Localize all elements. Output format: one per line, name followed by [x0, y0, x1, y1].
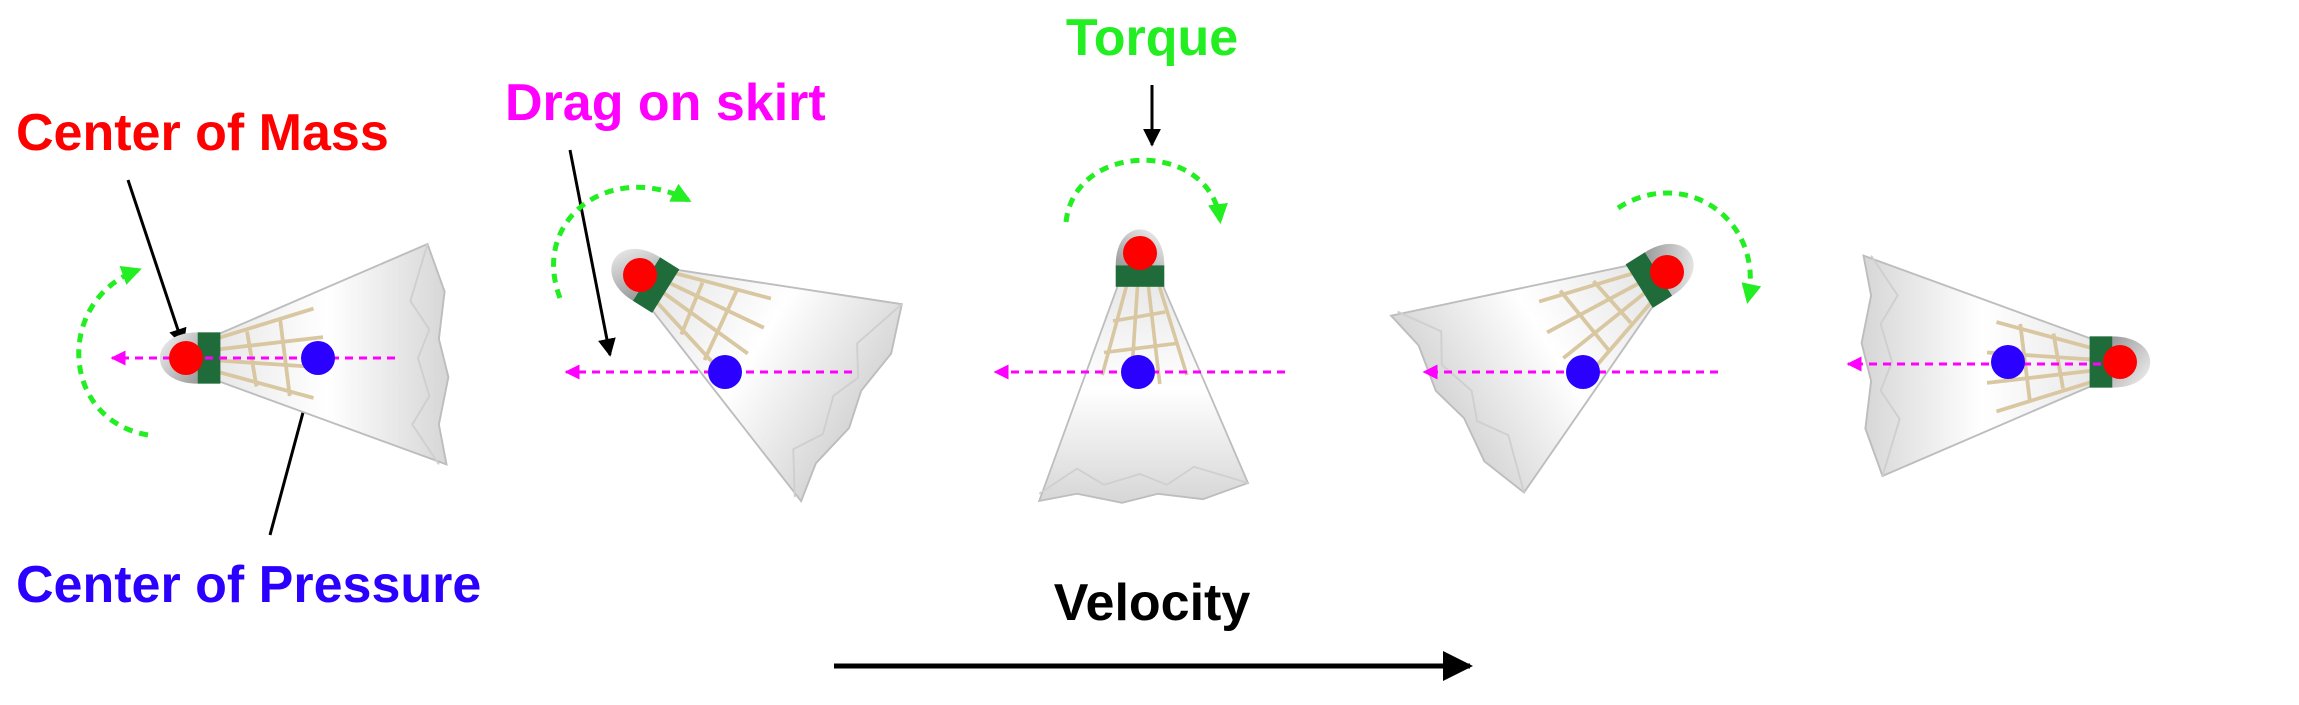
shuttlecock-icon [1387, 161, 1753, 506]
torque-label: Torque [1066, 9, 1238, 67]
torque-arrow [1616, 190, 1762, 304]
shuttle-3 [993, 157, 1285, 505]
torque-arrow [551, 183, 692, 299]
shuttle-2 [551, 160, 922, 505]
center-of-mass-dot [169, 341, 203, 375]
shuttle-5 [1846, 253, 2153, 478]
center-of-mass-dot [1650, 255, 1684, 289]
velocity-label: Velocity [1054, 574, 1251, 632]
drag-on-skirt-label: Drag on skirt [505, 74, 826, 132]
center-of-pressure-dot [1566, 355, 1600, 389]
shuttlecock-icon [556, 160, 922, 505]
center-of-pressure-label: Center of Pressure [16, 556, 481, 614]
center-of-pressure-dot [1121, 355, 1155, 389]
shuttle-4 [1387, 161, 1762, 506]
center-of-mass-label: Center of Mass [16, 104, 389, 162]
center-of-mass-pointer [126, 179, 187, 347]
shuttle-1 [76, 242, 451, 467]
torque-arrow [76, 266, 149, 438]
center-of-pressure-dot [1991, 345, 2025, 379]
center-of-mass-dot [1123, 236, 1157, 270]
torque-arrow [1063, 157, 1228, 224]
drag-pointer [568, 149, 616, 357]
center-of-mass-dot [623, 258, 657, 292]
center-of-pressure-dot [708, 355, 742, 389]
center-of-mass-dot [2103, 345, 2137, 379]
center-of-pressure-dot [301, 341, 335, 375]
